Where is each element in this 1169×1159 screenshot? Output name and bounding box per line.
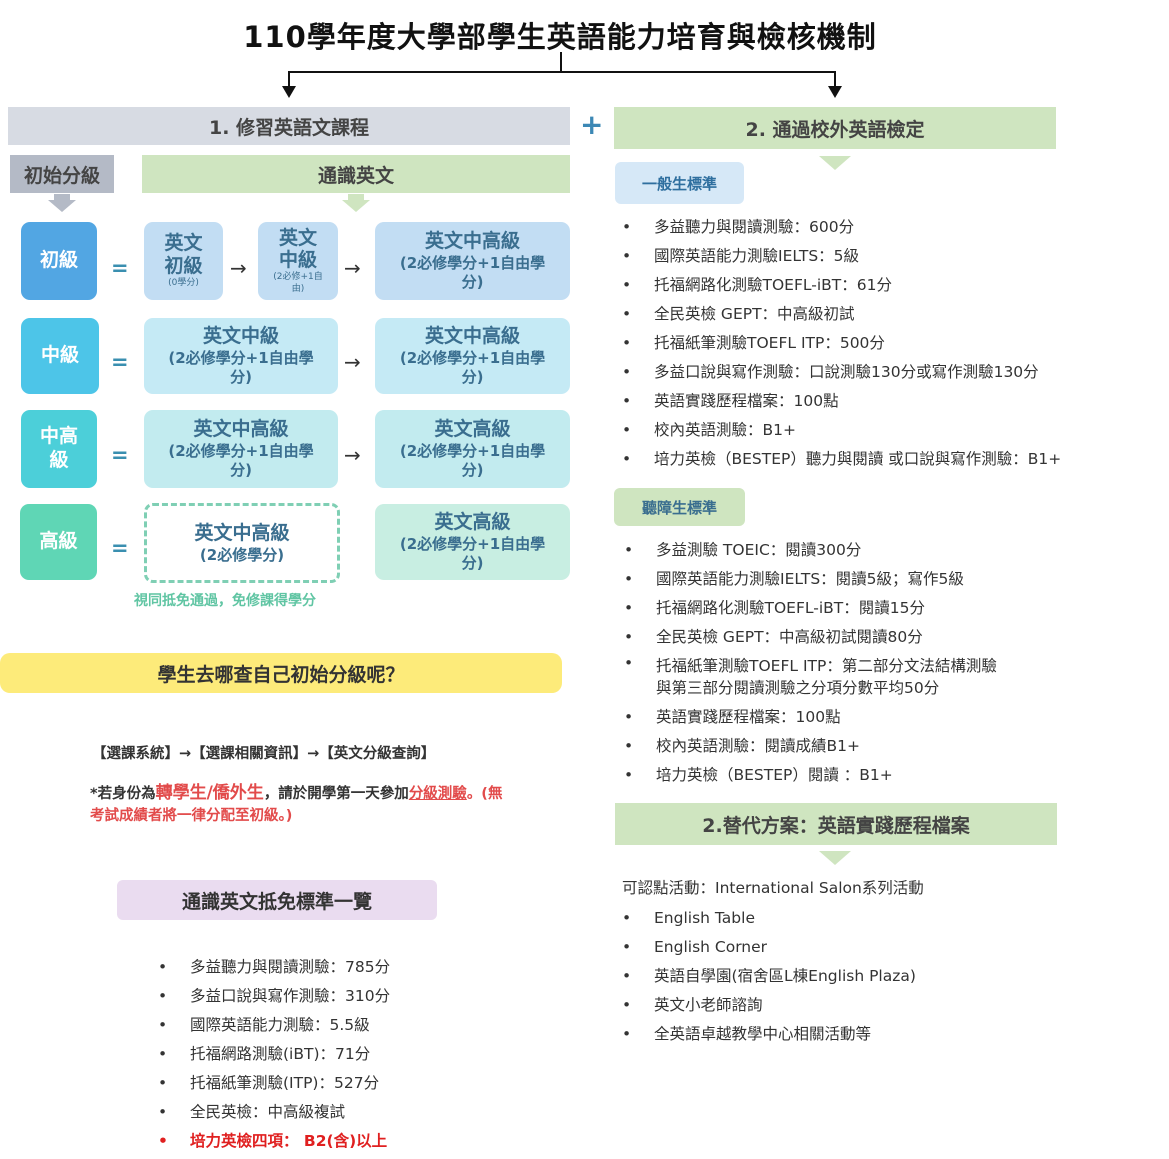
list-item: 托福網路化測驗TOEFL-iBT：61分: [616, 271, 1156, 300]
list-item: 培力英檢（BESTEP）閱讀 ：B1+: [618, 761, 1038, 790]
connector-horizontal: [288, 71, 836, 73]
list-item: English Corner: [616, 933, 916, 962]
alternative-list: English Table English Corner 英語自學園(宿舍區L棟…: [616, 904, 916, 1049]
down-triangle-icon: [819, 851, 851, 865]
course-box-beginner: 英文初級 (0學分): [144, 222, 223, 300]
right-arrow-icon: →: [230, 256, 247, 280]
transfer-note: *若身份為轉學生/僑外生，請於開學第一天參加分級測驗。(無考試成績者將一律分配至…: [90, 783, 503, 824]
course-box-advanced: 英文高級 (2必修學分+1自由學分): [375, 410, 570, 488]
list-item: 國際英語能力測驗：5.5級: [152, 1011, 390, 1040]
course-banner: 1. 修習英語文課程: [8, 107, 570, 145]
course-box-intermediate: 英文中級 (2必修+1自由): [258, 222, 338, 300]
hearing-standard-label: 聽障生標準: [614, 488, 745, 526]
connector-vertical: [560, 52, 562, 72]
arrowhead-right-icon: [828, 86, 842, 98]
list-item: 托福紙筆測驗TOEFL ITP：第二部分文法結構測驗與第三部分閱讀測驗之分項分數…: [618, 652, 1004, 703]
arrowhead-left-icon: [282, 86, 296, 98]
hearing-standard-list: 多益測驗 TOEIC：閱讀300分 國際英語能力測驗IELTS：閱讀5級；寫作5…: [618, 536, 1038, 790]
placement-path: 【選課系統】→【選課相關資訊】→【英文分級查詢】: [92, 746, 436, 762]
list-item: 托福網路測驗(iBT)：71分: [152, 1040, 390, 1069]
list-item: 托福紙筆測驗TOEFL ITP：500分: [616, 329, 1156, 358]
course-box-intermediate: 英文中級 (2必修學分+1自由學分): [144, 318, 338, 394]
course-box-upper-intermediate: 英文中高級 (2必修學分+1自由學分): [375, 222, 570, 300]
waiver-note: 視同抵免通過，免修課得學分: [134, 593, 316, 609]
list-item: 英語實踐歷程檔案：100點: [618, 703, 1038, 732]
down-triangle-icon: [48, 194, 76, 212]
list-item: 英語實踐歷程檔案：100點: [616, 387, 1156, 416]
placement-question: 學生去哪查自己初始分級呢？: [0, 653, 562, 693]
external-test-banner: 2. 通過校外英語檢定: [614, 107, 1056, 149]
list-item: 多益聽力與閱讀測驗：600分: [616, 213, 1156, 242]
list-item: 多益口說與寫作測驗：310分: [152, 982, 390, 1011]
list-item: 全民英檢 GEPT：中高級初試: [616, 300, 1156, 329]
right-arrow-icon: →: [344, 256, 361, 280]
connector-left-drop: [288, 71, 290, 89]
alternative-banner: 2.替代方案：英語實踐歷程檔案: [615, 803, 1057, 845]
list-item: 培力英檢（BESTEP）聽力與閱讀 或口說與寫作測驗：B1+: [616, 445, 1156, 474]
course-box-upper-intermediate: 英文中高級 (2必修學分+1自由學分): [144, 410, 338, 488]
equals-sign: =: [111, 536, 129, 560]
equals-sign: =: [111, 256, 129, 280]
level-badge-advanced: 高級: [20, 504, 97, 580]
level-badge-upper-intermediate: 中高級: [21, 410, 97, 488]
right-arrow-icon: →: [344, 350, 361, 374]
alternative-intro: 可認點活動：International Salon系列活動: [622, 879, 924, 897]
course-box-upper-intermediate: 英文中高級 (2必修學分+1自由學分): [375, 318, 570, 394]
list-item: 多益聽力與閱讀測驗：785分: [152, 953, 390, 982]
list-item: 國際英語能力測驗IELTS：5級: [616, 242, 1156, 271]
initial-level-header: 初始分級: [10, 155, 114, 193]
list-item: 托福網路化測驗TOEFL-iBT：閱讀15分: [618, 594, 1038, 623]
list-item: 全民英檢 GEPT：中高級初試閱讀80分: [618, 623, 1038, 652]
list-item: English Table: [616, 904, 916, 933]
general-standard-list: 多益聽力與閱讀測驗：600分 國際英語能力測驗IELTS：5級 托福網路化測驗T…: [616, 213, 1156, 474]
list-item: 多益口說與寫作測驗：口說測驗130分或寫作測驗130分: [616, 358, 1156, 387]
course-box-waived: 英文中高級 (2必修學分): [144, 503, 340, 583]
equals-sign: =: [111, 443, 129, 467]
waiver-standards-list: 多益聽力與閱讀測驗：785分 多益口說與寫作測驗：310分 國際英語能力測驗：5…: [152, 953, 390, 1156]
plus-icon: +: [580, 108, 604, 141]
list-item: 英文小老師諮詢: [616, 991, 916, 1020]
general-standard-label: 一般生標準: [615, 162, 744, 204]
equals-sign: =: [111, 350, 129, 374]
list-item: 英語自學園(宿舍區L棟English Plaza): [616, 962, 916, 991]
list-item: 多益測驗 TOEIC：閱讀300分: [618, 536, 1038, 565]
list-item: 全英語卓越教學中心相關活動等: [616, 1020, 916, 1049]
down-triangle-icon: [342, 194, 370, 212]
course-box-advanced: 英文高級 (2必修學分+1自由學分): [375, 504, 570, 580]
list-item: 全民英檢：中高級複試: [152, 1098, 390, 1127]
down-triangle-icon: [819, 156, 851, 170]
right-arrow-icon: →: [344, 443, 361, 467]
list-item: 培力英檢四項： B2(含)以上: [152, 1127, 390, 1156]
general-english-header: 通識英文: [142, 155, 570, 193]
list-item: 托福紙筆測驗(ITP)：527分: [152, 1069, 390, 1098]
list-item: 國際英語能力測驗IELTS：閱讀5級；寫作5級: [618, 565, 1038, 594]
list-item: 校內英語測驗：B1+: [616, 416, 1156, 445]
waiver-standards-header: 通識英文抵免標準一覽: [117, 880, 437, 920]
level-badge-intermediate: 中級: [21, 318, 99, 394]
level-badge-beginner: 初級: [21, 222, 97, 300]
connector-right-drop: [834, 71, 836, 89]
list-item: 校內英語測驗：閱讀成績B1+: [618, 732, 1038, 761]
page-title: 110學年度大學部學生英語能力培育與檢核機制: [243, 20, 877, 54]
